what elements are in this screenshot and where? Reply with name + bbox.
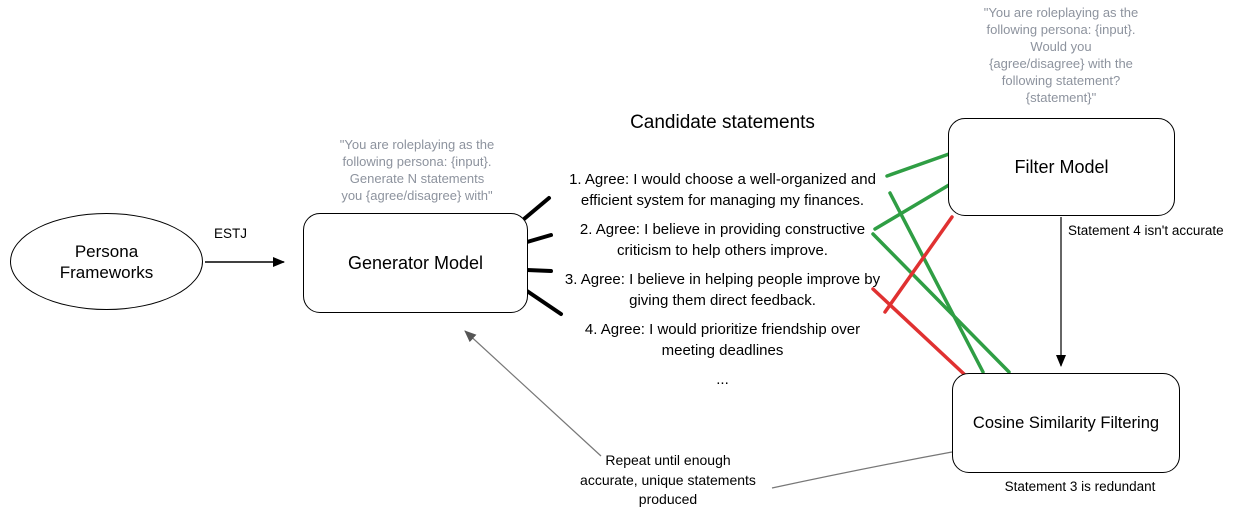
generator-output-tick-4: [525, 289, 563, 316]
generator-output-tick-3: [525, 268, 553, 273]
accept-line-stmt1-to-cosine: [888, 191, 985, 374]
reject-line-stmt3-to-cosine: [871, 287, 966, 376]
generator-model-label: Generator Model: [347, 252, 484, 273]
cosine-similarity-filtering-label: Cosine Similarity Filtering: [972, 413, 1160, 432]
estj-arrow-label: ESTJ: [214, 226, 248, 241]
accept-line-stmt2-to-cosine: [871, 232, 1011, 374]
filter-model-label: Filter Model: [1014, 156, 1109, 177]
candidate-statement-3: 3. Agree: I believe in helping people im…: [564, 271, 881, 309]
candidate-statements-ellipsis: ...: [716, 371, 729, 388]
reject-line-filter-to-stmt4: [883, 215, 954, 314]
generator-model-node: Generator Model: [303, 213, 528, 313]
cosine-similarity-filtering-node: Cosine Similarity Filtering: [952, 373, 1180, 473]
repeat-to-generator-arrow: [464, 330, 602, 457]
persona-frameworks-node: Persona Frameworks: [10, 213, 203, 310]
candidate-statement-4: 4. Agree: I would prioritize friendship …: [584, 321, 861, 359]
candidate-statement-1: 1. Agree: I would choose a well-organize…: [569, 171, 876, 209]
filter-prompt-text: "You are roleplaying as the following pe…: [983, 5, 1139, 105]
candidate-statements-list: 1. Agree: I would choose a well-organize…: [540, 169, 905, 390]
filter-model-node: Filter Model: [948, 118, 1175, 216]
generator-output-tick-2: [525, 233, 553, 244]
cosine-to-repeat-label-line: [771, 451, 953, 489]
filter-annotation: Statement 4 isn't accurate: [1068, 223, 1224, 238]
accept-line-stmt1-to-filter: [885, 152, 951, 178]
cosine-annotation: Statement 3 is redundant: [1004, 479, 1156, 494]
candidate-statements-title: Candidate statements: [630, 112, 815, 133]
persona-frameworks-label: Persona Frameworks: [59, 241, 154, 282]
repeat-loop-label: Repeat until enough accurate, unique sta…: [580, 452, 756, 507]
candidate-statement-2: 2. Agree: I believe in providing constru…: [579, 221, 866, 259]
generator-prompt-text: "You are roleplaying as the following pe…: [339, 137, 495, 203]
generator-output-tick-1: [522, 196, 551, 221]
accept-line-stmt2-to-filter: [873, 183, 951, 231]
